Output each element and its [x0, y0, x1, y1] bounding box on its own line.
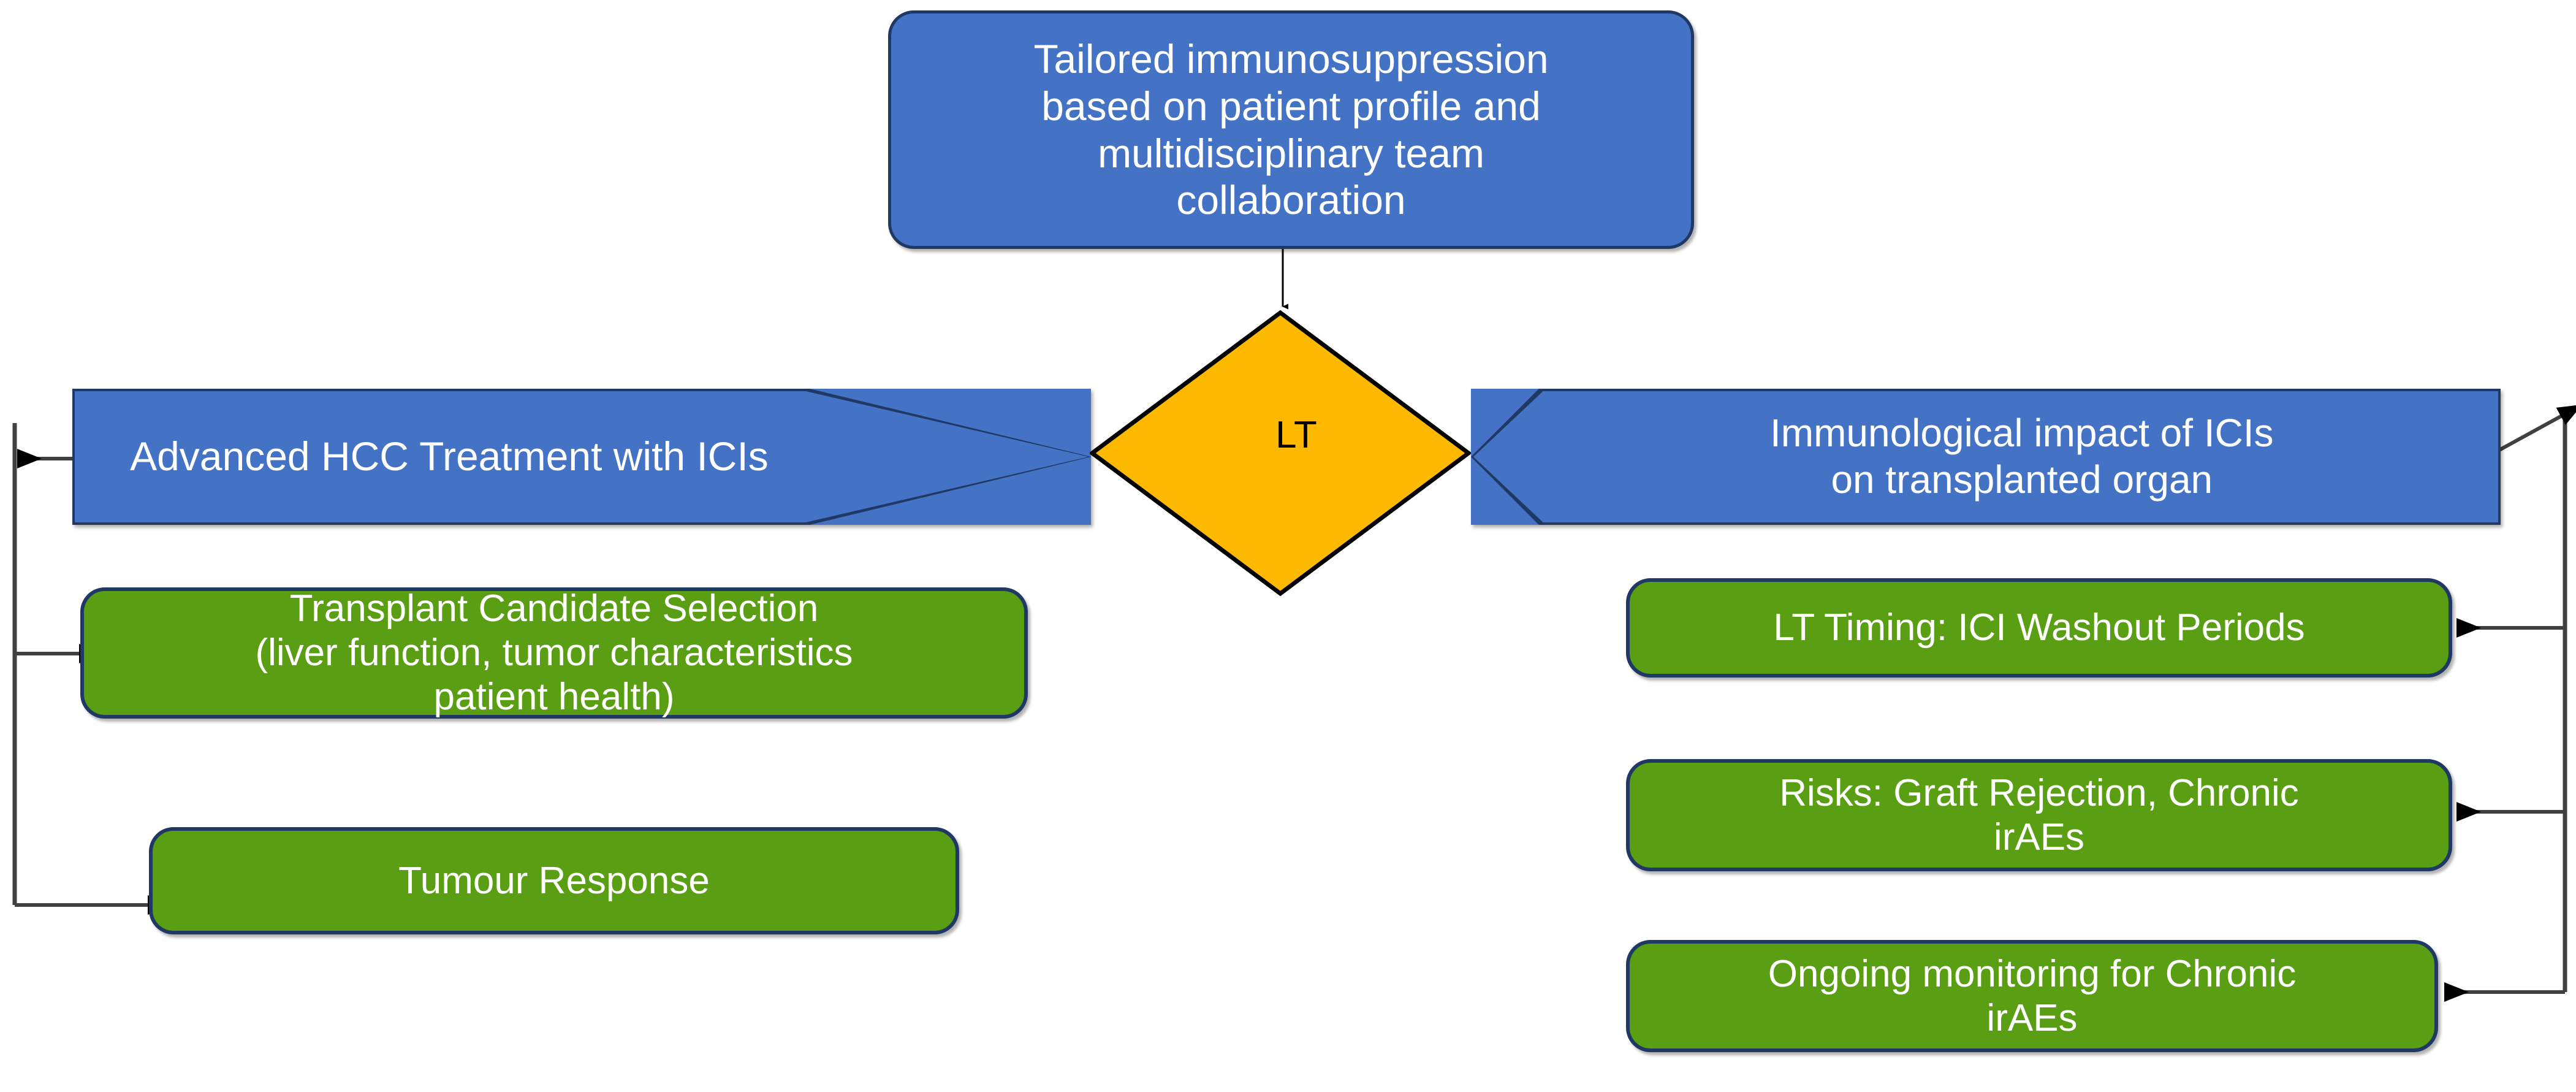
node-tumour-response[interactable]: Tumour Response	[149, 827, 959, 934]
node-lt-decision-label: LT	[1275, 414, 1317, 456]
node-advanced-hcc-treatment-label: Advanced HCC Treatment with ICIs	[130, 433, 769, 479]
node-lt-timing-ici-washout-periods[interactable]: LT Timing: ICI Washout Periods	[1626, 578, 2452, 678]
node-immunological-impact-banner[interactable]: Immunological impact of ICIs on transpla…	[1471, 389, 2501, 525]
node-lt-decision[interactable]: LT	[1090, 310, 1471, 596]
diamond-shape	[1090, 310, 1471, 596]
node-transplant-candidate-selection[interactable]: Transplant Candidate Selection (liver fu…	[80, 587, 1028, 719]
node-tailored-immunosuppression[interactable]: Tailored immunosuppression based on pati…	[888, 10, 1694, 249]
node-advanced-hcc-treatment-banner[interactable]: Advanced HCC Treatment with ICIs	[72, 389, 1091, 525]
node-lt-timing-ici-washout-periods-label: LT Timing: ICI Washout Periods	[1773, 606, 2305, 649]
node-tumour-response-label: Tumour Response	[398, 859, 710, 902]
node-transplant-candidate-selection-label: Transplant Candidate Selection (liver fu…	[255, 587, 853, 718]
node-immunological-impact-label: Immunological impact of ICIs on transpla…	[1769, 411, 2274, 502]
connector-right-banner-to-trunk	[2497, 404, 2576, 452]
node-risks-graft-rejection-chronic-iraes[interactable]: Risks: Graft Rejection, Chronic irAEs	[1626, 759, 2452, 871]
node-tailored-immunosuppression-label: Tailored immunosuppression based on pati…	[1033, 36, 1549, 223]
node-ongoing-monitoring-chronic-iraes-label: Ongoing monitoring for Chronic irAEs	[1768, 952, 2297, 1039]
node-ongoing-monitoring-chronic-iraes[interactable]: Ongoing monitoring for Chronic irAEs	[1626, 940, 2438, 1052]
node-risks-graft-rejection-chronic-iraes-label: Risks: Graft Rejection, Chronic irAEs	[1779, 771, 2299, 858]
banner-fill	[1473, 391, 2498, 522]
